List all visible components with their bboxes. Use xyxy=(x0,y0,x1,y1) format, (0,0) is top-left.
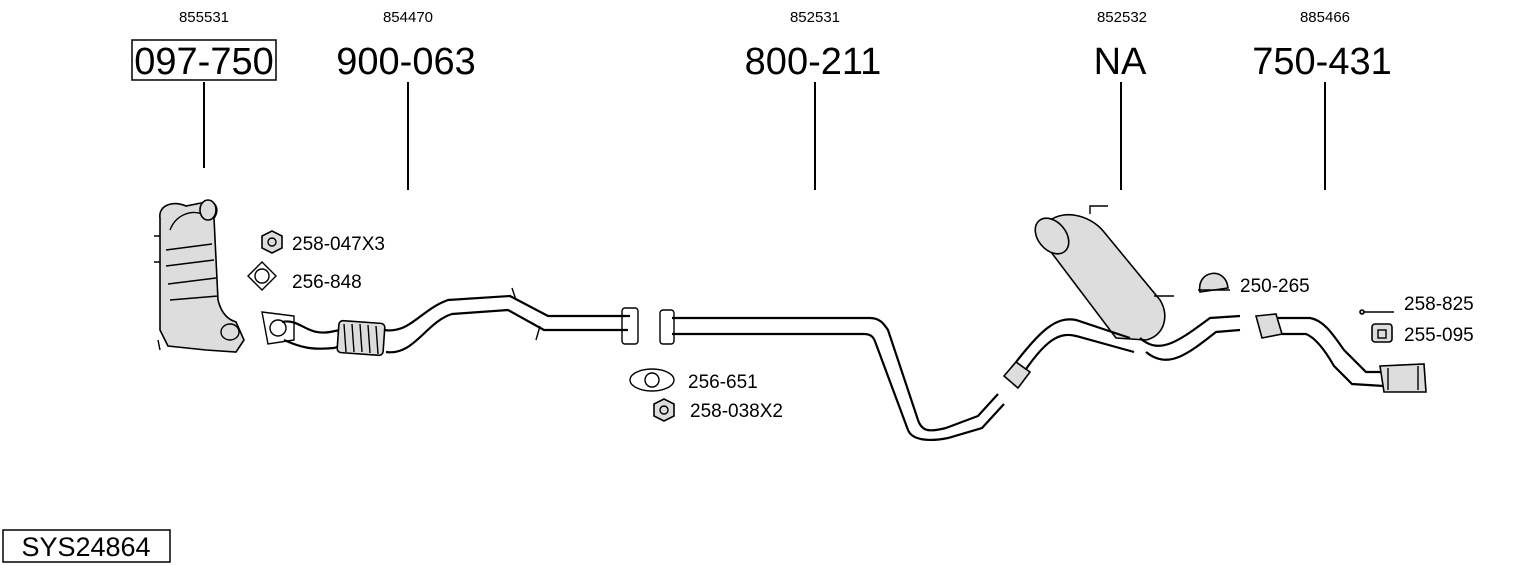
accessory-nut-set[interactable]: 258-047X3 xyxy=(261,230,385,255)
bolt-head xyxy=(1359,309,1365,315)
tail-pipe-drawing xyxy=(1254,313,1427,393)
front-pipe-drawing xyxy=(261,287,639,357)
reference-number: 885466 xyxy=(1300,9,1350,26)
column-middle-pipe[interactable]: 852531 800-211 xyxy=(659,9,1005,441)
accessory-clamp[interactable]: 250-265 xyxy=(1198,272,1310,297)
rear-silencer-drawing xyxy=(1002,205,1241,390)
part-number: 097-750 xyxy=(134,41,273,83)
part-number-box xyxy=(131,39,277,81)
part-number: NA xyxy=(1094,41,1147,83)
part-number: 800-211 xyxy=(745,41,882,83)
system-id: SYS24864 xyxy=(21,532,150,562)
system-id-frame xyxy=(2,529,171,563)
gasket-icon xyxy=(629,368,675,392)
nut-icon xyxy=(261,230,283,254)
nut-hole xyxy=(659,405,669,415)
accessory-label: 258-047X3 xyxy=(292,234,385,255)
accessory-label: 258-825 xyxy=(1404,294,1474,315)
gasket-hole xyxy=(254,268,270,284)
catalytic-converter-drawing xyxy=(154,199,245,353)
reference-number: 855531 xyxy=(179,9,229,26)
accessory-gasket-front[interactable]: 256-848 xyxy=(247,261,362,293)
accessory-rubber-mount[interactable]: 255-095 xyxy=(1371,323,1474,346)
accessory-label: 250-265 xyxy=(1240,276,1310,297)
clamp-icon xyxy=(1199,272,1229,293)
gasket-hole xyxy=(644,372,660,388)
rubber-mount-icon xyxy=(1371,323,1393,343)
accessory-label: 256-848 xyxy=(292,272,362,293)
nut-hole xyxy=(267,237,277,247)
accessory-gasket-middle[interactable]: 256-651 xyxy=(629,368,758,393)
accessory-label: 256-651 xyxy=(688,372,758,393)
nut-icon xyxy=(653,398,675,422)
rubber-mount-hole xyxy=(1377,329,1387,339)
accessory-bolt[interactable]: 258-825 xyxy=(1359,294,1474,315)
column-catalyst[interactable]: 855531 097-750 xyxy=(131,9,277,353)
reference-number: 852532 xyxy=(1097,9,1147,26)
column-tail-pipe[interactable]: 885466 750-431 xyxy=(1252,9,1427,393)
reference-number: 854470 xyxy=(383,9,433,26)
part-number: 900-063 xyxy=(336,41,475,83)
system-id-box: SYS24864 xyxy=(2,529,171,563)
column-front-pipe[interactable]: 854470 900-063 xyxy=(261,9,639,357)
column-rear-silencer[interactable]: 852532 NA xyxy=(1002,9,1241,390)
accessory-label: 258-038X2 xyxy=(690,401,783,422)
accessory-nut-set-middle[interactable]: 258-038X2 xyxy=(653,398,783,422)
accessory-label: 255-095 xyxy=(1404,325,1474,346)
middle-pipe-drawing xyxy=(659,309,1005,441)
reference-number: 852531 xyxy=(790,9,840,26)
gasket-icon xyxy=(247,261,277,291)
part-number: 750-431 xyxy=(1252,41,1391,83)
